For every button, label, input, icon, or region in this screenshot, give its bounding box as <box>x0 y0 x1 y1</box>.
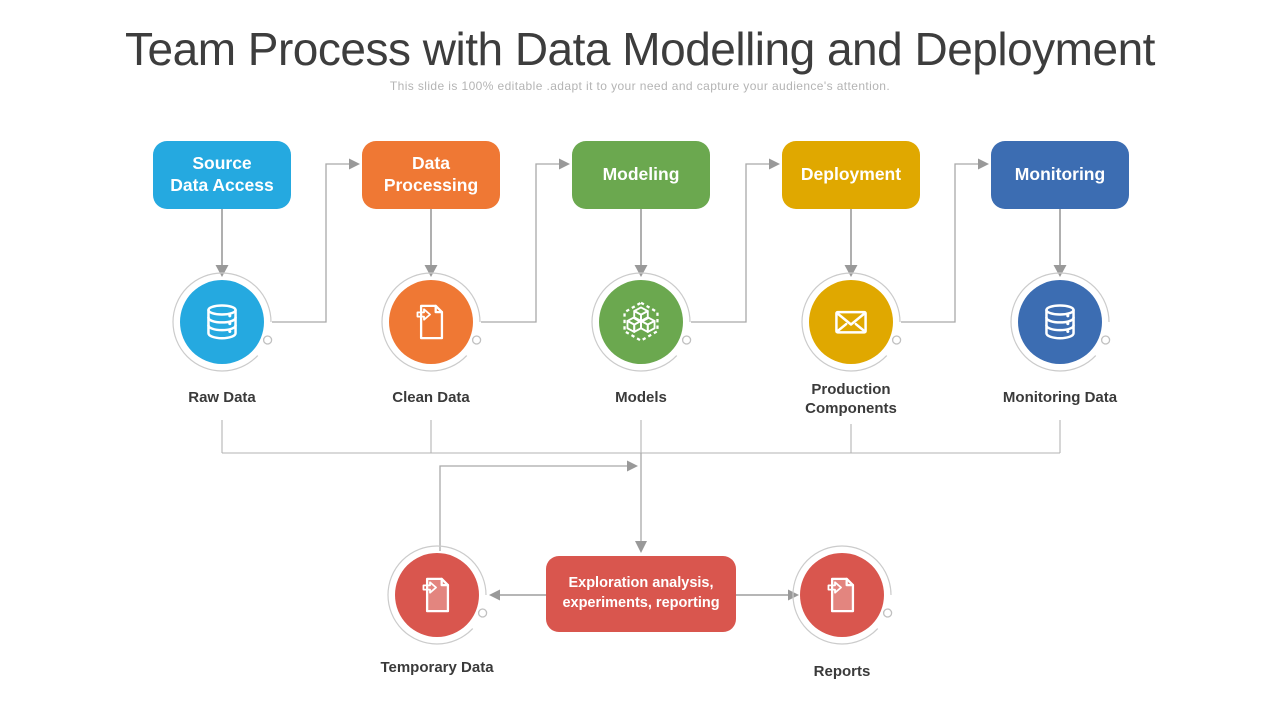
raw-data-circle <box>180 280 264 364</box>
elbow-arrowheads <box>349 158 989 170</box>
exploration-arrowhead <box>635 541 647 553</box>
monitoring-data-circle <box>1018 280 1102 364</box>
raw-data-label: Raw Data <box>188 389 256 406</box>
page-title: Team Process with Data Modelling and Dep… <box>125 23 1155 75</box>
models-label: Models <box>615 389 667 406</box>
exploration-box-label: experiments, reporting <box>562 595 720 611</box>
envelope-icon <box>835 310 867 334</box>
temporary-elbow-arrowhead <box>627 460 638 472</box>
stage-box-label: Source <box>192 153 252 174</box>
stage-box-modeling: Modeling <box>572 141 710 209</box>
label-bus-lines <box>221 420 1061 454</box>
ring-dots <box>262 335 1111 618</box>
stage-box-data-processing: Data Processing <box>362 141 500 209</box>
reports-circle <box>800 553 884 637</box>
exploration-box: Exploration analysis, experiments, repor… <box>546 556 736 632</box>
models-circle <box>599 280 683 364</box>
stage-box-label: Data <box>412 153 450 174</box>
stage-box-label: Monitoring <box>1014 164 1106 185</box>
stage-box-source-data-access: Source Data Access <box>153 141 291 209</box>
temporary-data-label: Temporary Data <box>380 659 494 676</box>
cubes-icon <box>623 301 659 342</box>
database-icon <box>207 304 237 340</box>
temporary-elbow-line <box>439 465 627 551</box>
down-arrowheads <box>215 265 1067 277</box>
stage-box-monitoring: Monitoring <box>991 141 1129 209</box>
stage-box-label: Data Access <box>170 175 274 195</box>
stage-box-label: Deployment <box>800 164 902 185</box>
reports-label: Reports <box>813 663 871 680</box>
document-export-icon <box>416 304 444 340</box>
stage-box-label: Processing <box>383 175 479 195</box>
box-to-icon-arrows <box>221 209 1061 265</box>
stage-box-deployment: Deployment <box>782 141 920 209</box>
stage-box-label: Modeling <box>602 164 680 185</box>
document-export-icon <box>422 577 450 613</box>
clean-data-label: Clean Data <box>392 389 470 406</box>
decorative-rings <box>172 272 1110 645</box>
stage-elbow-connectors <box>272 163 978 323</box>
page-subtitle: This slide is 100% editable .adapt it to… <box>389 79 891 93</box>
database-icon <box>1045 304 1075 340</box>
monitoring-data-label: Monitoring Data <box>1002 389 1118 406</box>
temporary-data-circle <box>395 553 479 637</box>
exploration-box-label: Exploration analysis, <box>568 575 714 592</box>
production-components-label: Production Components <box>805 381 897 417</box>
production-components-circle <box>809 280 893 364</box>
clean-data-circle <box>389 280 473 364</box>
document-export-icon <box>827 577 855 613</box>
to-temporary-arrowhead <box>489 589 500 601</box>
